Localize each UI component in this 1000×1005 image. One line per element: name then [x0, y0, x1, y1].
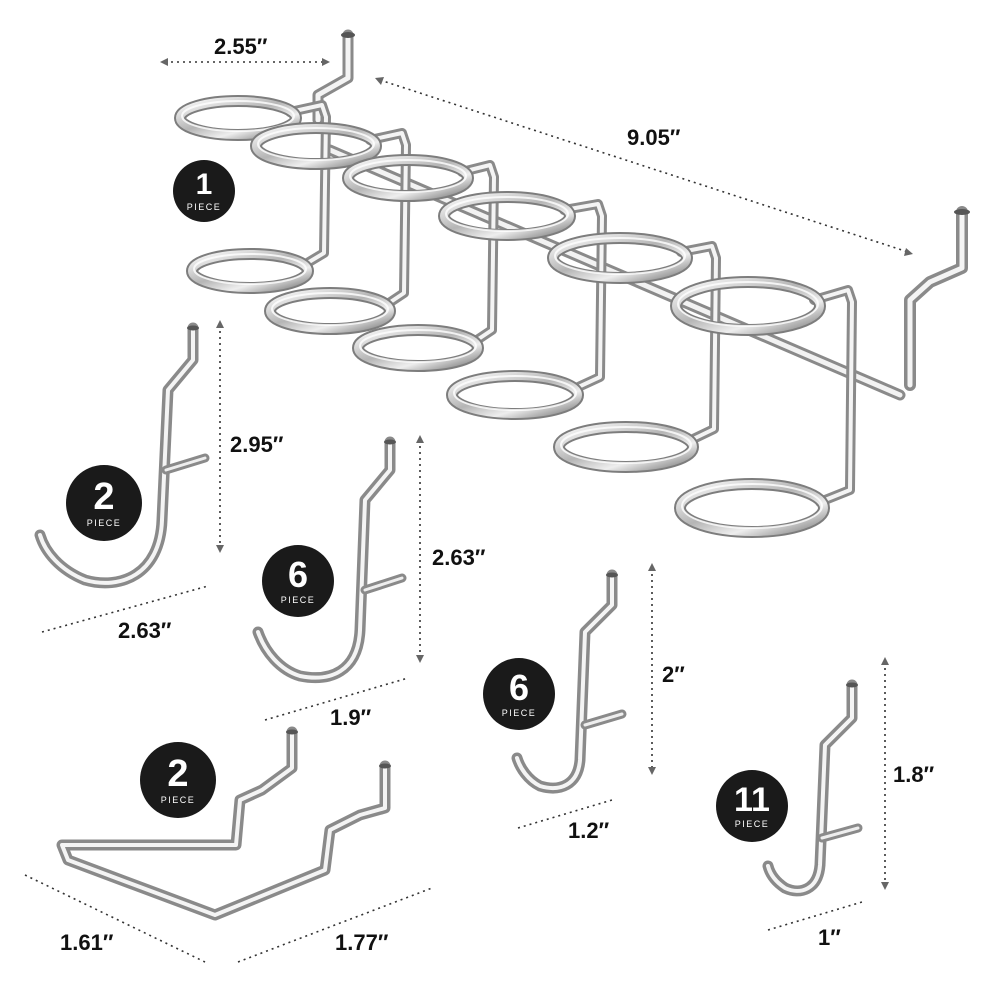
small-j-hook-drawing — [511, 569, 627, 794]
rack-drawing — [312, 29, 970, 401]
count-number: 6 — [287, 554, 309, 595]
rack-width-label: 2.55″ — [214, 34, 268, 59]
bent-hook-drawing — [56, 726, 391, 921]
bent-hook-count-badge: 2 PIECE — [140, 742, 216, 818]
tiny-j-hook-drawing — [762, 679, 863, 897]
bent-hook-width-label: 1.77″ — [335, 930, 389, 955]
count-unit: PIECE — [86, 518, 122, 528]
dimension-arrowheads — [160, 58, 913, 890]
tiny-hook-height-label: 1.8″ — [893, 762, 935, 787]
count-unit: PIECE — [501, 708, 537, 718]
count-number: 1 — [195, 168, 213, 201]
bent-hook-depth-label: 1.61″ — [60, 930, 114, 955]
small-hook-width-label: 1.2″ — [568, 818, 610, 843]
rack-ring-holders — [174, 95, 857, 538]
medium-hook-height-label: 2.63″ — [432, 545, 486, 570]
ring-holder — [342, 154, 499, 372]
count-number: 11 — [734, 781, 770, 819]
count-number: 6 — [508, 667, 530, 708]
ring-holder — [670, 276, 857, 538]
count-unit: PIECE — [734, 819, 770, 829]
rack-count-badge: 1 PIECE — [173, 160, 235, 222]
count-number: 2 — [167, 753, 189, 795]
ring-holder — [547, 232, 721, 473]
count-unit: PIECE — [280, 595, 316, 605]
large-hook-width-label: 2.63″ — [118, 618, 172, 643]
medium-j-hook-drawing — [252, 436, 407, 684]
dimension-lines — [24, 61, 909, 963]
tiny-hook-count-badge: 11 PIECE — [716, 770, 788, 842]
count-unit: PIECE — [186, 202, 222, 212]
ring-holder — [250, 122, 411, 335]
tiny-hook-width-label: 1″ — [818, 925, 841, 950]
medium-hook-width-label: 1.9″ — [330, 705, 372, 730]
count-number: 2 — [93, 476, 115, 518]
ring-holder — [438, 191, 607, 420]
large-hook-height-label: 2.95″ — [230, 432, 284, 457]
large-j-hook-drawing — [34, 322, 210, 589]
count-unit: PIECE — [160, 795, 196, 805]
ring-holder — [174, 95, 331, 294]
small-hook-height-label: 2″ — [662, 662, 685, 687]
small-hook-count-badge: 6 PIECE — [483, 658, 555, 730]
medium-hook-count-badge: 6 PIECE — [262, 545, 334, 617]
rack-length-label: 9.05″ — [627, 125, 681, 150]
large-hook-count-badge: 2 PIECE — [66, 465, 142, 541]
